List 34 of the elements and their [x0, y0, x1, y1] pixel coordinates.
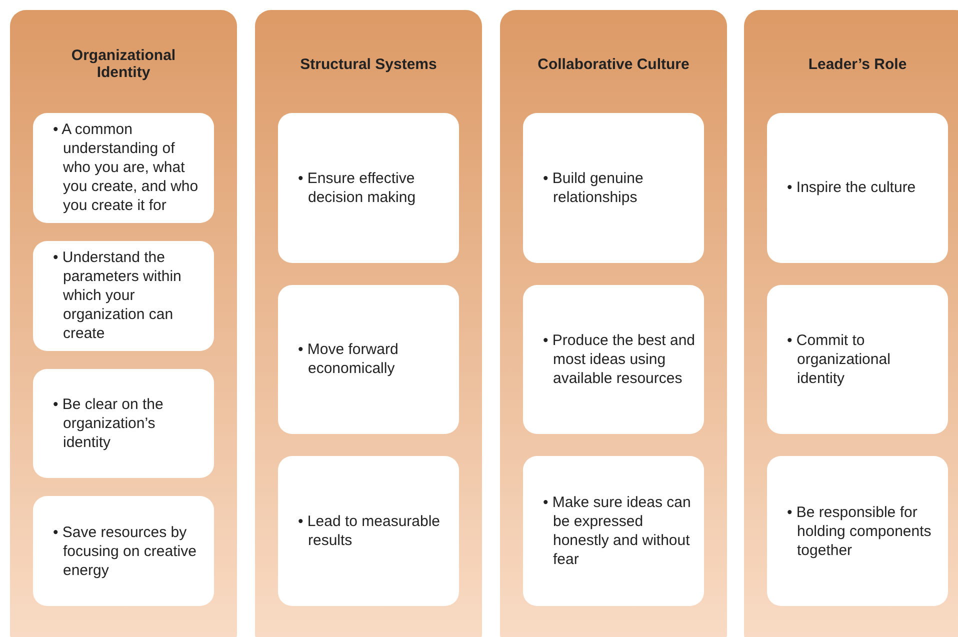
bullet-card — [767, 456, 948, 606]
bullet-card — [278, 113, 459, 263]
column-heading: Structural Systems — [299, 54, 438, 74]
column-heading: Organizational Identity — [70, 46, 177, 83]
bullet-card — [33, 113, 214, 223]
bullet-card — [33, 496, 214, 606]
bullet-text: • Make sure ideas can be expressed honestly and without fear — [543, 493, 692, 570]
bullet-card — [523, 284, 704, 434]
bullet-text: • Save resources by focusing on creative energy — [53, 522, 198, 580]
bullet-text: • Be clear on the organization’s identity — [53, 394, 164, 452]
bullet-card — [767, 113, 948, 263]
bullet-text: • Be responsible for holding components together — [787, 502, 932, 560]
bullet-text: • A common understanding of who you are, what you create, and who you create it for — [53, 120, 200, 216]
bullet-text: • Inspire the culture — [787, 178, 916, 198]
bullet-card — [523, 113, 704, 263]
column-panel — [255, 10, 482, 637]
bullet-text: • Understand the parameters within which your organization can create — [53, 248, 182, 344]
bullet-text: • Commit to organizational identity — [787, 330, 892, 388]
column-panel — [744, 10, 958, 637]
bullet-text: • Produce the best and most ideas using available resources — [543, 330, 696, 388]
bullet-text: • Build genuine relationships — [543, 168, 644, 207]
column-heading: Collaborative Culture — [536, 54, 690, 74]
column-panel — [500, 10, 727, 637]
column-panel — [10, 10, 237, 637]
bullet-card — [523, 456, 704, 606]
bullet-text: • Ensure effective decision making — [298, 168, 417, 207]
bullet-text: • Move forward economically — [298, 340, 400, 378]
bullet-card — [278, 456, 459, 606]
bullet-card — [278, 284, 459, 434]
bullet-card — [767, 284, 948, 434]
column-heading: Leader’s Role — [807, 54, 908, 74]
bullet-text: • Lead to measurable results — [298, 512, 442, 550]
bullet-card — [33, 240, 214, 350]
bullet-card — [33, 368, 214, 478]
